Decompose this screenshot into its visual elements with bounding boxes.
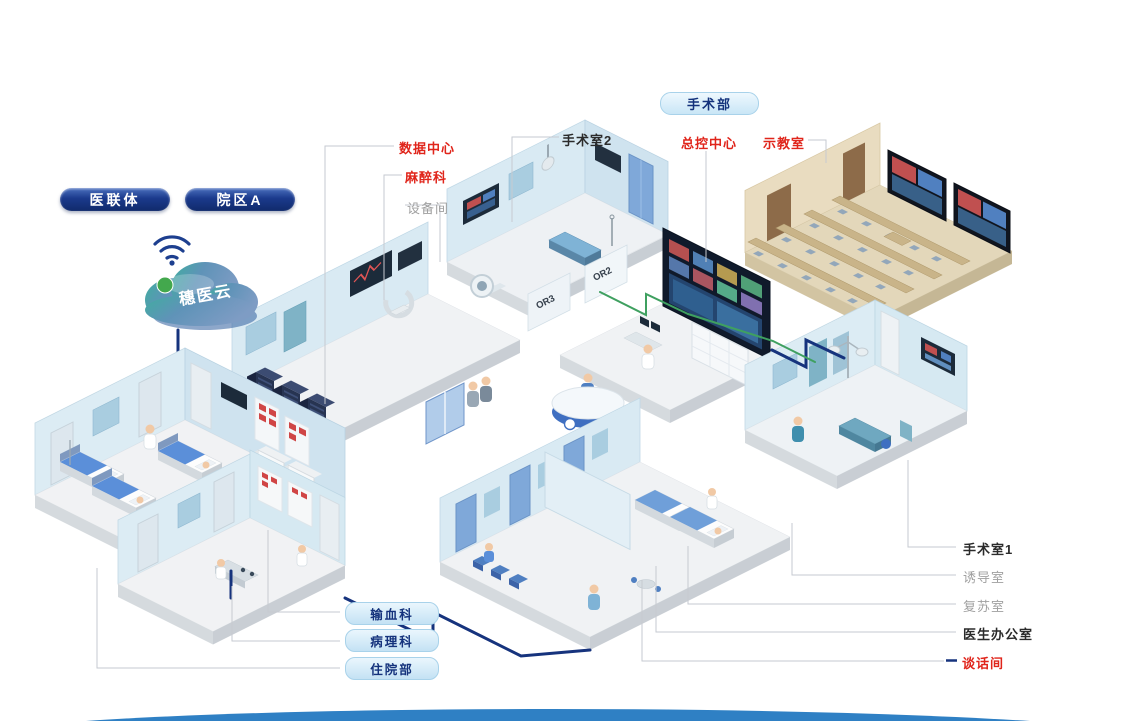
waiting-chair bbox=[491, 565, 510, 581]
teaching-screen-icon bbox=[953, 182, 1011, 254]
wall-monitor-icon bbox=[398, 241, 422, 271]
badge-pathology: 病理科 bbox=[345, 629, 439, 652]
label-equipment-room: 设备间 bbox=[407, 201, 450, 216]
footer-wave bbox=[86, 709, 1030, 721]
microscope-icon bbox=[249, 571, 255, 577]
microscope-icon bbox=[240, 567, 246, 573]
wifi-icon bbox=[153, 235, 191, 266]
label-recovery-room: 复苏室 bbox=[963, 599, 1006, 614]
demo-classroom-block bbox=[744, 122, 1013, 332]
or2-side-wall bbox=[584, 119, 669, 236]
label-induction-room: 诱导室 bbox=[963, 570, 1006, 585]
desk-monitor-icon bbox=[640, 316, 649, 328]
label-data-center: 数据中心 bbox=[399, 141, 456, 156]
window bbox=[177, 492, 201, 529]
desk-row bbox=[803, 209, 943, 280]
door bbox=[880, 310, 900, 376]
window bbox=[484, 486, 500, 518]
person-surgeon bbox=[792, 416, 804, 442]
datacenter-back-wall bbox=[231, 221, 429, 393]
supply-cabinet bbox=[809, 338, 827, 387]
reception-sign-icon bbox=[563, 417, 577, 431]
door bbox=[137, 513, 159, 573]
ct-scanner-icon bbox=[470, 274, 506, 298]
person-ward-nurse bbox=[143, 424, 157, 450]
badge-campus-a: 院区A bbox=[185, 188, 295, 211]
person-visitor bbox=[467, 381, 479, 407]
c-arm-machine-icon bbox=[383, 289, 415, 319]
badge-inpatient: 住院部 bbox=[345, 657, 439, 680]
person-patient bbox=[588, 584, 600, 610]
window bbox=[245, 311, 277, 356]
operating-room-1-block bbox=[744, 299, 968, 489]
ecg-screen-icon bbox=[350, 250, 392, 297]
medical-cloud: 穗医云 bbox=[145, 235, 258, 330]
desk-row bbox=[831, 195, 971, 266]
network-link-line bbox=[770, 337, 846, 370]
badge-surgery-department: 手术部 bbox=[660, 92, 759, 115]
podium bbox=[883, 231, 912, 246]
person-visitor bbox=[480, 376, 492, 402]
ward2-side-wall bbox=[249, 449, 346, 567]
label-operating-room-2: 手术室2 bbox=[562, 133, 613, 148]
green-link-line bbox=[599, 291, 689, 317]
desk-monitor-icon bbox=[651, 321, 660, 333]
door bbox=[319, 494, 340, 562]
or2-back-wall bbox=[446, 119, 586, 263]
green-link-line bbox=[687, 313, 816, 363]
label-anesthesiology: 麻醉科 bbox=[405, 170, 448, 185]
classroom-back-wall bbox=[744, 122, 881, 254]
ward2-back-wall bbox=[117, 453, 251, 585]
label-operating-room-1: 手术室1 bbox=[963, 542, 1014, 557]
badge-medical-alliance: 医联体 bbox=[60, 188, 170, 211]
supply-cabinet bbox=[283, 300, 307, 353]
label-demo-room: 示教室 bbox=[763, 136, 806, 151]
surgical-light-icon bbox=[827, 336, 869, 378]
person-pathologist bbox=[215, 559, 227, 580]
hospital-bed bbox=[157, 433, 223, 482]
blue-door bbox=[455, 493, 477, 553]
window bbox=[592, 428, 608, 460]
cloud-badge-icon bbox=[156, 276, 174, 294]
equipment-cart bbox=[900, 420, 912, 442]
ward-side-wall bbox=[184, 347, 346, 501]
surgical-lamp-icon bbox=[541, 156, 555, 171]
person-nurse bbox=[706, 488, 718, 510]
label-doctor-office: 医生办公室 bbox=[963, 627, 1034, 642]
person-waiting bbox=[484, 543, 494, 562]
label-master-control: 总控中心 bbox=[681, 136, 738, 151]
label-talk-room: 谈话间 bbox=[962, 656, 1005, 671]
person-nurse bbox=[641, 344, 655, 370]
window bbox=[508, 161, 534, 201]
operating-table bbox=[548, 231, 602, 266]
glass-door bbox=[425, 382, 465, 445]
waiting-chair bbox=[509, 574, 528, 590]
badge-blood-transfusion: 输血科 bbox=[345, 602, 439, 625]
person-technician bbox=[296, 545, 308, 567]
waiting-chair bbox=[473, 556, 492, 572]
video-wall-icon bbox=[662, 227, 771, 361]
callout-leader-lines bbox=[96, 136, 956, 669]
stool-icon bbox=[881, 439, 891, 449]
or-corridor-walls: OR2 OR3 bbox=[527, 244, 628, 332]
desk-row bbox=[775, 223, 915, 294]
teaching-screen-icon bbox=[887, 149, 947, 222]
hospital-bed bbox=[669, 506, 735, 548]
supply-cabinet bbox=[833, 331, 849, 375]
divider-wall bbox=[544, 451, 631, 551]
recovery-office-block bbox=[439, 397, 791, 650]
door bbox=[190, 362, 212, 430]
window bbox=[772, 352, 798, 390]
hospital-bed bbox=[91, 468, 157, 517]
classroom-door-2 bbox=[843, 142, 865, 204]
door bbox=[213, 471, 235, 533]
window bbox=[92, 396, 120, 437]
control-desk bbox=[623, 331, 663, 352]
wall-monitor-icon bbox=[595, 143, 621, 173]
locker-shelves bbox=[691, 321, 749, 387]
wall-tv-icon bbox=[221, 382, 247, 410]
blue-door bbox=[509, 464, 531, 526]
